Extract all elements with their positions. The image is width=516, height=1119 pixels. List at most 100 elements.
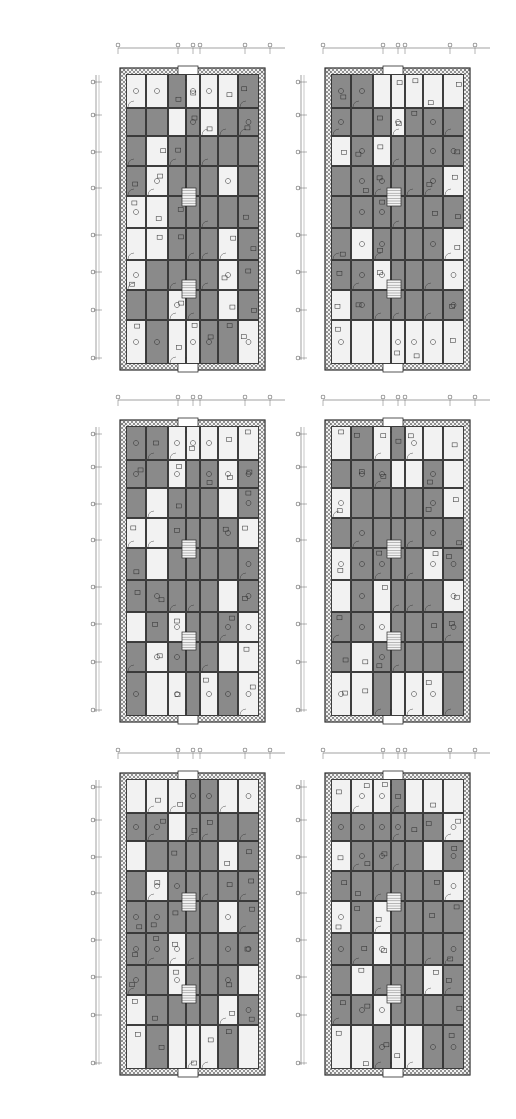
room (405, 813, 423, 841)
room (373, 196, 391, 228)
table (225, 914, 231, 920)
door-swing (219, 805, 227, 813)
furniture (243, 646, 250, 652)
room (331, 228, 351, 260)
room (168, 1025, 186, 1069)
exterior-wall-bottom-left (120, 364, 178, 370)
furniture (446, 554, 452, 559)
room (423, 196, 443, 228)
table (379, 209, 385, 215)
furniture (191, 1060, 197, 1066)
door-swing (147, 893, 155, 901)
table (379, 1044, 385, 1050)
door-swing (147, 188, 155, 196)
furniture (336, 789, 342, 795)
exterior-wall-left (325, 773, 331, 1075)
room (218, 548, 238, 580)
room (218, 426, 238, 460)
door-swing (169, 282, 177, 290)
room (126, 426, 146, 460)
furniture (339, 251, 346, 257)
room (373, 518, 391, 548)
door-swing (352, 805, 360, 813)
furniture (176, 345, 182, 350)
furniture (156, 653, 163, 659)
table (245, 593, 252, 599)
stair-core (181, 187, 197, 207)
grid-bubble-top (402, 747, 408, 753)
table (450, 1044, 457, 1050)
furniture (336, 271, 343, 276)
table (245, 339, 252, 345)
room (238, 196, 259, 228)
room (126, 672, 146, 716)
furniture (134, 590, 141, 595)
room (373, 871, 391, 901)
room (331, 612, 351, 642)
furniture (411, 110, 418, 116)
room (423, 871, 443, 901)
floor-plan-5-drawing (90, 747, 285, 1078)
room (126, 933, 146, 965)
exterior-wall-top-left (325, 773, 383, 779)
grid-bubble-top (115, 747, 121, 753)
room (126, 108, 146, 136)
room (146, 965, 168, 995)
table (450, 946, 457, 952)
room (218, 779, 238, 813)
exterior-wall-bottom-left (325, 364, 383, 370)
door-swing (187, 957, 195, 965)
room (168, 965, 186, 995)
room (200, 779, 218, 813)
room (168, 995, 186, 1025)
room (146, 290, 168, 320)
room (146, 580, 168, 612)
corridor (405, 136, 423, 166)
room (423, 779, 443, 813)
furniture (396, 80, 403, 85)
room (423, 320, 443, 364)
door-swing (406, 1061, 414, 1069)
table (379, 471, 385, 477)
furniture (336, 508, 343, 513)
room (186, 813, 200, 841)
room (373, 74, 391, 108)
furniture (381, 948, 387, 953)
room (238, 642, 259, 672)
room (351, 460, 373, 488)
table (379, 272, 385, 278)
furniture (394, 350, 400, 356)
door-swing (332, 128, 340, 136)
room (218, 320, 238, 364)
furniture (158, 597, 165, 603)
room (146, 871, 168, 901)
room (168, 74, 186, 108)
exterior-wall-bottom-right (198, 1069, 265, 1075)
floor-plan-2 (295, 40, 490, 375)
room (443, 108, 464, 136)
exterior-wall-bottom-right (403, 1069, 470, 1075)
stair-core (386, 984, 402, 1004)
room (331, 779, 351, 813)
room (443, 548, 464, 580)
room (146, 426, 168, 460)
room (126, 136, 146, 166)
table (338, 561, 344, 567)
table (206, 793, 212, 799)
exterior-wall-top-right (198, 773, 265, 779)
table (379, 946, 385, 952)
room (373, 612, 391, 642)
room (331, 74, 351, 108)
room (126, 612, 146, 642)
corridor (405, 965, 423, 995)
door-swing (392, 833, 400, 841)
room (218, 74, 238, 108)
room (218, 841, 238, 871)
room (218, 488, 238, 518)
room (238, 166, 259, 196)
room (331, 933, 351, 965)
room (351, 1025, 373, 1069)
floor-plan-2-drawing (295, 42, 490, 373)
furniture (342, 690, 348, 696)
